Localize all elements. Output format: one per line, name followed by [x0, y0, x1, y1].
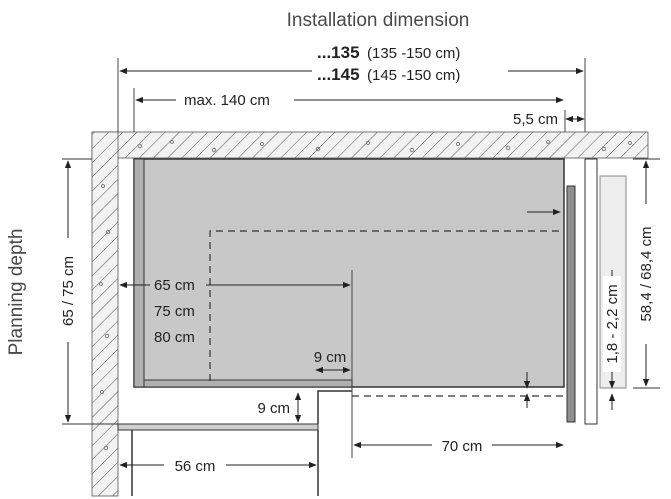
- wall-speckles: [99, 140, 632, 451]
- step-width-label: 9 cm: [314, 349, 347, 366]
- model-label-backdrop: [312, 38, 508, 84]
- top-wall: [91, 131, 649, 159]
- plinth-step: [317, 390, 352, 424]
- door-width-label: 70 cm: [442, 438, 483, 455]
- model-label-135: ...135 (135 -150 cm): [317, 43, 460, 62]
- step-height-label: 9 cm: [257, 400, 290, 417]
- right-side-wall: [584, 158, 598, 425]
- max-width-backdrop: [176, 89, 294, 109]
- door-gap-backdrop: [603, 276, 621, 372]
- door-width-backdrop: [432, 435, 492, 455]
- left-wall: [91, 131, 119, 497]
- extension-lines: [62, 58, 660, 458]
- appliance-side-panel: [133, 158, 145, 388]
- right-height-backdrop: [636, 204, 656, 344]
- cabinet-width-backdrop: [164, 455, 226, 475]
- inner-dashed-outline: [209, 230, 560, 381]
- inner-depth-backdrop: [150, 272, 206, 348]
- door-gap-label: 1,8 - 2,2 cm: [604, 284, 621, 363]
- inner-depth-label-80: 80 cm: [154, 329, 195, 346]
- planning-depth-side-label: Planning depth: [6, 229, 27, 356]
- planning-depth-label: 65 / 75 cm: [60, 256, 77, 326]
- lower-cabinet-top: [117, 423, 319, 431]
- max-width-label: max. 140 cm: [184, 92, 270, 109]
- diagram-title: Installation dimension: [287, 10, 470, 31]
- model-label-145: ...145 (145 -150 cm): [317, 65, 460, 84]
- inner-depth-label-65: 65 cm: [154, 277, 195, 294]
- gap-top-label: 5,5 cm: [513, 111, 558, 128]
- appliance-base: [143, 379, 353, 388]
- door-panel: [566, 185, 576, 423]
- cabinet-width-label: 56 cm: [175, 458, 216, 475]
- right-height-label: 58,4 / 68,4 cm: [638, 226, 655, 321]
- inner-depth-label-75: 75 cm: [154, 303, 195, 320]
- planning-depth-backdrop: [58, 238, 78, 342]
